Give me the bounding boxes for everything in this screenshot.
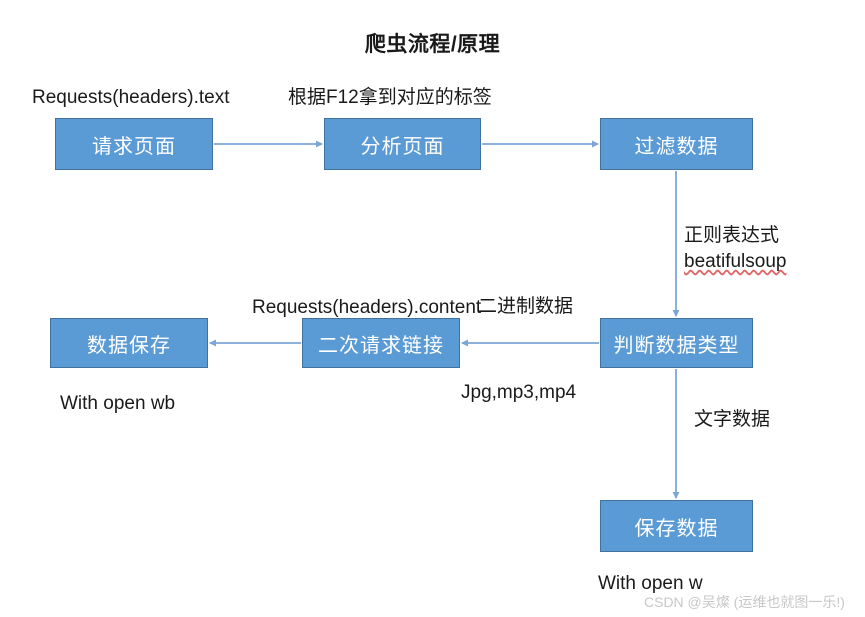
node-save-file[interactable]: 数据保存 (50, 318, 208, 368)
node-label: 分析页面 (360, 135, 445, 158)
annotation-binary-data: 二进制数据 (478, 296, 574, 317)
node-save-data[interactable]: 保存数据 (600, 500, 753, 552)
node-filter-data[interactable]: 过滤数据 (600, 118, 753, 170)
node-analyze-page[interactable]: 分析页面 (324, 118, 481, 170)
node-second-request-link[interactable]: 二次请求链接 (302, 318, 460, 368)
node-label: 保存数据 (634, 517, 719, 540)
annotation-requests-text: Requests(headers).text (32, 87, 230, 108)
annotation-regex: 正则表达式 (684, 225, 780, 246)
annotation-media-types: Jpg,mp3,mp4 (461, 382, 577, 403)
node-judge-data-type[interactable]: 判断数据类型 (600, 318, 753, 368)
page-title: 爬虫流程/原理 (364, 33, 501, 56)
annotation-with-open-wb: With open wb (60, 393, 176, 414)
node-request-page[interactable]: 请求页面 (55, 118, 213, 170)
annotation-with-open-w: With open w (598, 573, 703, 594)
node-label: 过滤数据 (634, 135, 719, 158)
annotation-beautifulsoup: beatifulsoup (684, 251, 787, 272)
node-label: 判断数据类型 (613, 334, 740, 357)
annotation-requests-content: Requests(headers).content (252, 297, 482, 318)
node-label: 二次请求链接 (318, 334, 444, 357)
node-label: 数据保存 (87, 334, 171, 357)
watermark: CSDN @吴燦 (运维也就图一乐!) (644, 594, 845, 610)
node-label: 请求页面 (92, 135, 176, 158)
annotation-f12-tag: 根据F12拿到对应的标签 (288, 87, 492, 108)
annotation-text-data: 文字数据 (694, 409, 771, 430)
